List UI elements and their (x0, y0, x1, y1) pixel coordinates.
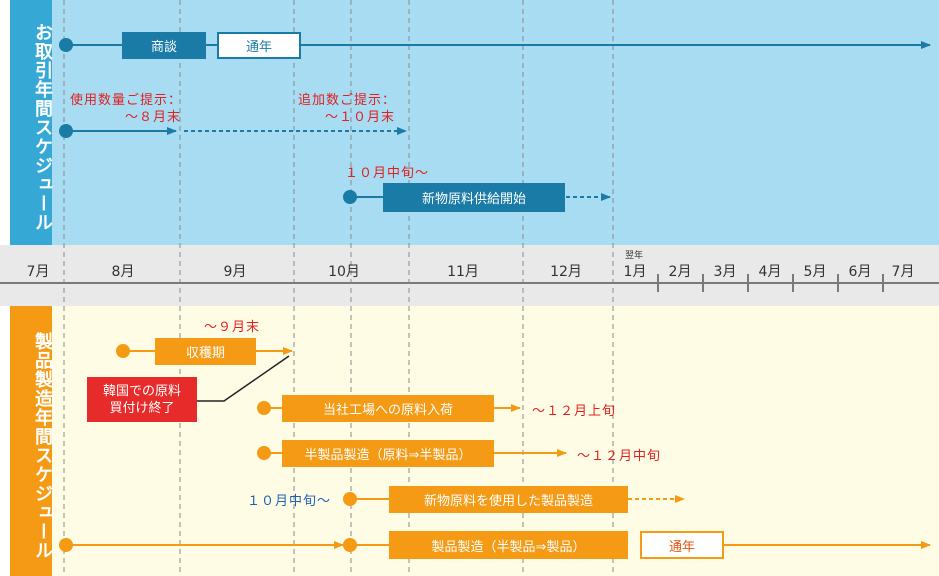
production-schedule-title: 製品製造年間スケジュール (10, 306, 53, 576)
usage-qty-deadline: ～８月末 (125, 110, 182, 125)
month-label: 11月 (447, 264, 479, 280)
production-line-harvest (116, 344, 293, 358)
negotiation-box: 商談 (122, 32, 206, 59)
month-label: 9月 (223, 264, 247, 280)
trade-schedule-title: お取引年間スケジュール (10, 0, 53, 245)
month-label: 6月 (848, 264, 872, 280)
month-label: 1月 (623, 264, 647, 280)
new-material-start-box: 新物原料供給開始 (383, 183, 565, 212)
production-line-new-product (343, 492, 685, 506)
month-label: 5月 (803, 264, 827, 280)
timeline-bar (0, 245, 939, 306)
additional-deadline: ～１０月末 (325, 110, 396, 125)
new-product-box: 新物原料を使用した製品製造 (389, 486, 628, 513)
product-year-round-box: 通年 (640, 531, 724, 559)
semi-product-box: 半製品製造（原料⇒半製品） (282, 440, 494, 467)
trade-line-usage-qty (59, 124, 407, 138)
production-line-semi-product (257, 446, 567, 460)
new-material-start-date: １０月中旬～ (345, 166, 430, 181)
trade-line-year-round (59, 38, 931, 52)
harvest-end-label: ～９月末 (204, 320, 261, 335)
next-year-label: 翌年 (624, 251, 644, 261)
harvest-box: 収穫期 (155, 338, 256, 365)
production-line-factory-arrival (257, 401, 521, 415)
korea-purchase-end-note: 韓国での原料 買付け終了 (87, 377, 197, 422)
semi-product-end: ～１２月中旬 (577, 449, 662, 464)
month-label: 4月 (758, 264, 782, 280)
month-label: 7月 (891, 264, 915, 280)
new-product-date: １０月中旬～ (247, 494, 332, 509)
factory-arrival-box: 当社工場への原料入荷 (282, 395, 494, 422)
usage-qty-label: 使用数量ご提示： (70, 93, 183, 108)
product-mfg-box: 製品製造（半製品⇒製品） (389, 531, 628, 559)
trade-line-new-material (343, 190, 611, 204)
month-label: 3月 (713, 264, 737, 280)
month-label: 2月 (668, 264, 692, 280)
factory-arrival-end: ～１２月上旬 (532, 404, 617, 419)
month-label: 7月 (26, 264, 50, 280)
month-label: 8月 (111, 264, 135, 280)
month-label: 10月 (328, 264, 360, 280)
year-round-box: 通年 (217, 32, 301, 59)
production-line-product-mfg (59, 538, 931, 552)
additional-label: 追加数ご提示： (298, 93, 397, 108)
month-label: 12月 (550, 264, 582, 280)
